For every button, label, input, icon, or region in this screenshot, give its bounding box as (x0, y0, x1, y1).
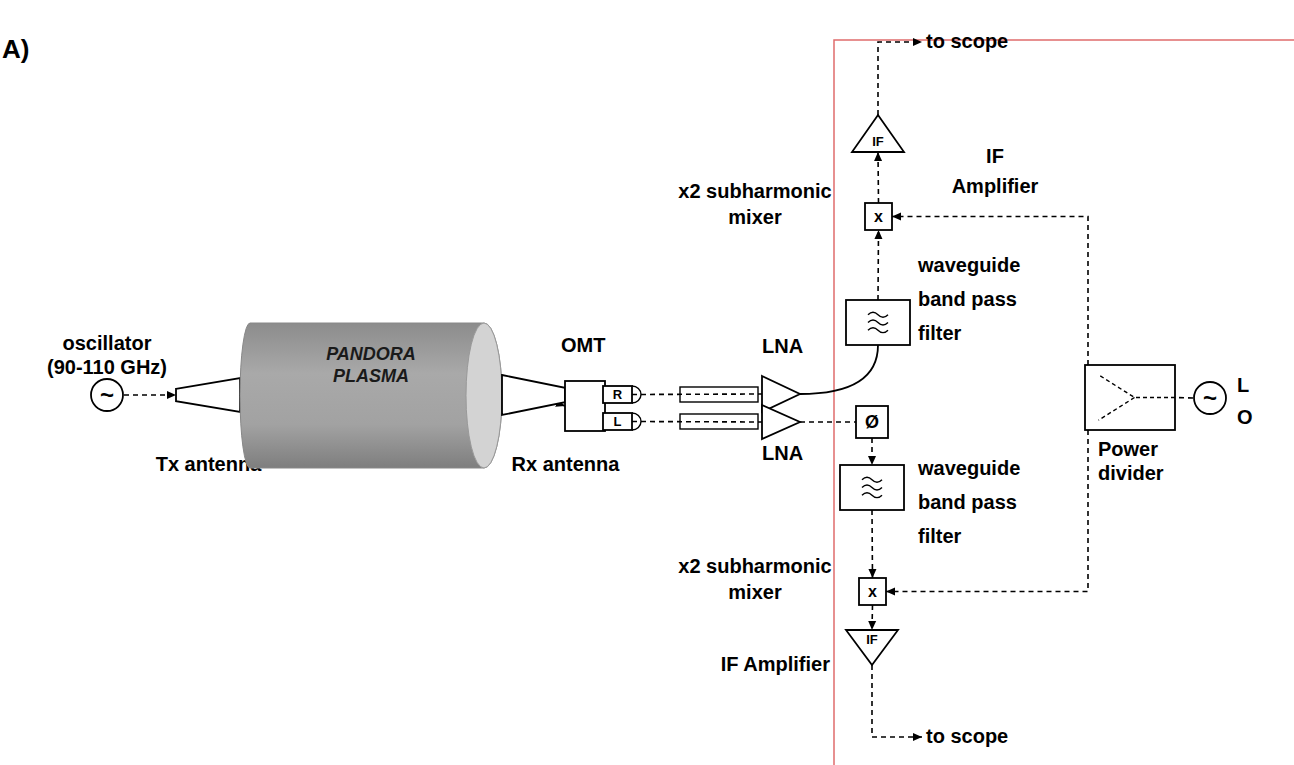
node-symbol: ~ (1193, 381, 1227, 415)
port-box: L (603, 413, 632, 430)
node-symbol: R (603, 386, 632, 403)
horn-l-outline (502, 375, 565, 415)
signal-connector (124, 394, 176, 396)
signal-connector (632, 393, 762, 395)
node-symbol: x (865, 203, 892, 230)
panel-letter: A) (2, 34, 29, 65)
lo-source: ~L O (1193, 381, 1227, 415)
bandpass-filter: waveguide band pass filter (846, 300, 910, 345)
lna-amplifier: LNA (762, 405, 800, 439)
power-divider: Power divider (1085, 365, 1175, 430)
signal-connector (871, 510, 873, 578)
mixer-box: xx2 subharmonic mixer (865, 203, 892, 230)
node-label: LNA (762, 441, 822, 465)
signal-connector (877, 230, 879, 300)
node-label: IF Amplifier (640, 652, 830, 676)
rect-outline (565, 381, 605, 431)
divider-outline (1085, 365, 1175, 430)
signal-connector (800, 345, 878, 394)
tx-antenna: Tx antenna (176, 378, 240, 412)
node-label: waveguide band pass filter (918, 451, 1033, 553)
filter-outline (840, 465, 904, 510)
receiver-frame (834, 40, 1294, 765)
omt-box: OMTRL (565, 381, 605, 431)
signal-connector (1175, 397, 1193, 399)
signal-connector (632, 421, 762, 423)
node-label: Rx antenna (488, 452, 643, 476)
signal-connector (800, 421, 856, 423)
plasma-chamber: PANDORA PLASMA (240, 323, 502, 468)
output-label: to scope (926, 725, 1008, 748)
oscillator-source: ~oscillator (90-110 GHz) (90, 378, 124, 412)
node-label: PANDORA PLASMA (306, 343, 436, 387)
bandpass-filter: waveguide band pass filter (840, 465, 904, 510)
mixer-box: xx2 subharmonic mixer (859, 578, 886, 605)
node-label: x2 subharmonic mixer (660, 178, 850, 230)
phase-shifter: Ø (856, 406, 888, 438)
signal-connector (871, 605, 873, 630)
node-symbol: IF (846, 622, 898, 657)
signal-connector (871, 438, 873, 465)
filter-outline (846, 300, 910, 345)
signal-connector (877, 152, 879, 203)
node-label: IF Amplifier (945, 141, 1045, 201)
port-box: R (603, 386, 632, 403)
node-label: OMT (561, 333, 621, 357)
rx-antenna: Rx antenna (502, 375, 565, 415)
node-symbol: ~ (90, 378, 124, 412)
if-amplifier: IFIF Amplifier (852, 115, 904, 152)
node-label: L O (1237, 369, 1251, 433)
node-symbol: L (603, 413, 632, 430)
node-symbol: IF (852, 123, 904, 160)
signal-connector (886, 430, 1088, 592)
cable-assemblies (632, 386, 758, 430)
signal-connector (892, 217, 1088, 366)
node-label: oscillator (90-110 GHz) (44, 331, 170, 379)
node-label: LNA (762, 334, 822, 358)
node-label: Power divider (1098, 437, 1173, 485)
node-symbol: x (859, 578, 886, 605)
horn-r-outline (176, 378, 240, 412)
node-symbol: Ø (856, 406, 888, 438)
if-amplifier: IFIF Amplifier (846, 630, 898, 665)
node-label: x2 subharmonic mixer (660, 553, 850, 605)
node-label: waveguide band pass filter (918, 248, 1033, 350)
output-label: to scope (926, 30, 1008, 53)
tri-r-outline (762, 405, 800, 439)
